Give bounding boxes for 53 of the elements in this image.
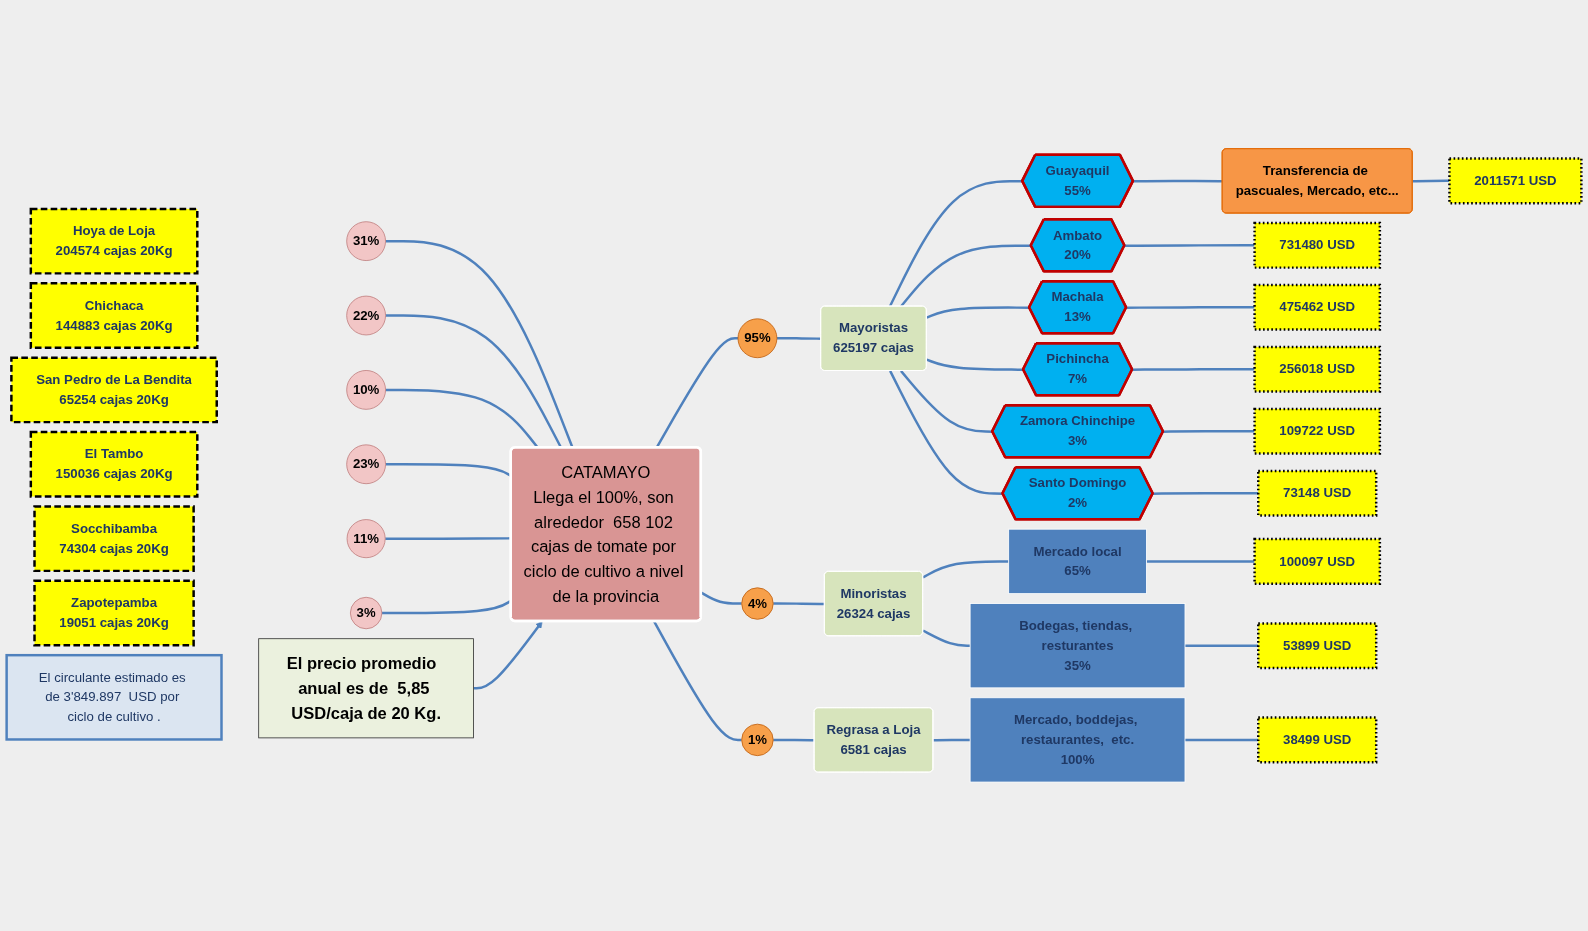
node-box: San Pedro de La Bendita 65254 cajas 20Kg bbox=[10, 356, 218, 424]
node-circle: 22% bbox=[346, 295, 386, 336]
node-circle: 11% bbox=[346, 519, 386, 559]
connector bbox=[1185, 644, 1259, 648]
connector bbox=[1185, 738, 1259, 742]
node-box: Bodegas, tiendas, resturantes 35% bbox=[969, 603, 1186, 689]
connector bbox=[1412, 179, 1450, 183]
arrow bbox=[473, 621, 543, 690]
node-box: 109722 USD bbox=[1253, 407, 1382, 455]
node-circle: 10% bbox=[346, 370, 386, 410]
node-box: 73148 USD bbox=[1257, 469, 1378, 517]
connector bbox=[889, 370, 1003, 496]
connector bbox=[900, 244, 1032, 308]
connector bbox=[773, 602, 825, 606]
connector bbox=[776, 337, 822, 341]
node-box: Socchibamba 74304 cajas 20Kg bbox=[33, 505, 195, 573]
node-circle: 4% bbox=[741, 587, 774, 620]
node-box: Hoya de Loja 204574 cajas 20Kg bbox=[29, 207, 199, 275]
connector bbox=[926, 358, 1024, 372]
node-circle: 3% bbox=[349, 597, 383, 630]
node-box: El precio promedio anual es de 5,85 USD/caja de 20 Kg. bbox=[258, 638, 474, 739]
node-box: El Tambo 150036 cajas 20Kg bbox=[29, 430, 199, 498]
node-box: Chichaca 144883 cajas 20Kg bbox=[29, 282, 199, 350]
connector bbox=[1153, 492, 1259, 496]
connector bbox=[922, 560, 1009, 579]
node-box: El circulante estimado es de 3'849.897 USD por ciclo de cultivo . bbox=[5, 654, 223, 741]
connector bbox=[926, 306, 1030, 319]
connector bbox=[933, 738, 971, 742]
connector bbox=[773, 738, 815, 742]
node-box: 256018 USD bbox=[1253, 345, 1382, 393]
node-circle: 95% bbox=[737, 318, 778, 359]
node-box: 475462 USD bbox=[1253, 283, 1382, 331]
connector bbox=[1132, 368, 1255, 372]
connector bbox=[888, 180, 1023, 308]
node-box: Mercado local 65% bbox=[1008, 528, 1147, 595]
connector bbox=[1133, 179, 1223, 183]
connector bbox=[1163, 430, 1255, 434]
connector bbox=[700, 591, 742, 605]
connector bbox=[922, 629, 971, 648]
connector bbox=[900, 370, 993, 434]
connector bbox=[1126, 306, 1255, 310]
node-box: 38499 USD bbox=[1257, 716, 1378, 764]
node-box: Mercado, boddejas, restaurantes, etc. 100% bbox=[969, 697, 1186, 783]
node-box: 731480 USD bbox=[1253, 221, 1382, 269]
connector bbox=[1124, 244, 1255, 248]
node-circle: 31% bbox=[346, 221, 386, 262]
node-box: 53899 USD bbox=[1257, 622, 1378, 670]
node-circle: 23% bbox=[346, 444, 386, 485]
node-circle: 1% bbox=[741, 723, 774, 757]
connector bbox=[1146, 560, 1255, 563]
node-box: 2011571 USD bbox=[1448, 157, 1583, 205]
node-box: Zapotepamba 19051 cajas 20Kg bbox=[33, 579, 195, 647]
node-box: 100097 USD bbox=[1253, 538, 1382, 586]
